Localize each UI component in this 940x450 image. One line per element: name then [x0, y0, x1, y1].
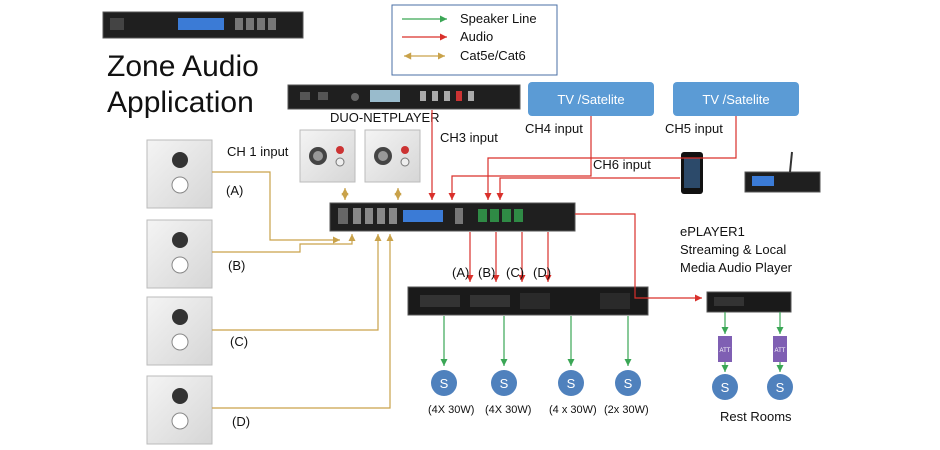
- tv-satelite-1: TV /Satelite: [528, 82, 654, 116]
- central-matrix-device: [329, 202, 576, 232]
- legend-speaker-line: Speaker Line: [460, 11, 537, 26]
- legend-audio: Audio: [460, 29, 493, 44]
- ch6-input-label: CH6 input: [593, 157, 651, 172]
- cat-lines: [212, 171, 402, 409]
- ch3-input-label: CH3 input: [440, 130, 498, 145]
- speaker-zone-c-rating: (4 x 30W): [549, 404, 597, 416]
- att-box-1: ATT: [718, 336, 732, 362]
- speaker-zone-a-symbol: S: [440, 376, 449, 391]
- speaker-restroom-1-symbol: S: [721, 380, 730, 395]
- eplayer-label-line1: ePLAYER1: [680, 224, 745, 239]
- speaker-zone-d: S: [615, 370, 641, 396]
- speaker-zone-c: S: [558, 370, 584, 396]
- speaker-restroom-2: S: [767, 374, 793, 400]
- rest-rooms-label: Rest Rooms: [720, 409, 792, 424]
- att-box-2-label: ATT: [775, 348, 786, 354]
- diagram-title-line2: Application: [107, 86, 254, 119]
- eplayer-label-line2: Streaming & Local: [680, 242, 786, 257]
- wall-panel-a-label: (A): [226, 183, 243, 198]
- ch5-input-label: CH5 input: [665, 121, 723, 136]
- wall-panel-c: [146, 296, 213, 366]
- speaker-restroom-2-symbol: S: [776, 380, 785, 395]
- speaker-zone-d-symbol: S: [624, 376, 633, 391]
- speaker-zone-a-rating: (4X 30W): [428, 404, 474, 416]
- eplayer1-device: [744, 151, 821, 193]
- speaker-zone-b-rating: (4X 30W): [485, 404, 531, 416]
- ch1-input-label: CH 1 input: [227, 144, 289, 159]
- wall-panel-d-label: (D): [232, 414, 250, 429]
- legend-cat: Cat5e/Cat6: [460, 48, 526, 63]
- top-rack-device: [102, 11, 304, 39]
- zone-output-b-label: (B): [478, 265, 495, 280]
- legend: Speaker Line Audio Cat5e/Cat6: [391, 4, 558, 76]
- xlr-input-panel-1: [299, 129, 356, 183]
- diagram-title-line1: Zone Audio: [107, 50, 259, 83]
- smartphone-icon: [681, 152, 703, 194]
- zone-output-a-label: (A): [452, 265, 469, 280]
- wall-panel-b: [146, 219, 213, 289]
- speaker-zone-b-symbol: S: [500, 376, 509, 391]
- tv-satelite-2-label: TV /Satelite: [702, 92, 769, 107]
- tv-satelite-2: TV /Satelite: [673, 82, 799, 116]
- zone-output-d-label: (D): [533, 265, 551, 280]
- wall-panel-b-label: (B): [228, 258, 245, 273]
- zone-output-c-label: (C): [506, 265, 524, 280]
- ch4-input-label: CH4 input: [525, 121, 583, 136]
- eplayer-label-line3: Media Audio Player: [680, 260, 793, 275]
- duo-netplayer-label: DUO-NETPLAYER: [330, 110, 440, 125]
- duo-netplayer-device: [287, 84, 521, 110]
- audio-lines: [428, 110, 737, 302]
- amplifier-device: [407, 286, 649, 316]
- speaker-lines: [440, 312, 784, 372]
- att-box-1-label: ATT: [720, 348, 731, 354]
- speaker-zone-c-symbol: S: [567, 376, 576, 391]
- wall-panel-a: [146, 139, 213, 209]
- restroom-amplifier-device: [706, 291, 792, 313]
- wall-panel-d: [146, 375, 213, 445]
- att-box-2: ATT: [773, 336, 787, 362]
- xlr-input-panel-2: [364, 129, 421, 183]
- speaker-zone-a: S: [431, 370, 457, 396]
- speaker-zone-b: S: [491, 370, 517, 396]
- wall-panel-c-label: (C): [230, 334, 248, 349]
- tv-satelite-1-label: TV /Satelite: [557, 92, 624, 107]
- speaker-zone-d-rating: (2x 30W): [604, 404, 649, 416]
- speaker-restroom-1: S: [712, 374, 738, 400]
